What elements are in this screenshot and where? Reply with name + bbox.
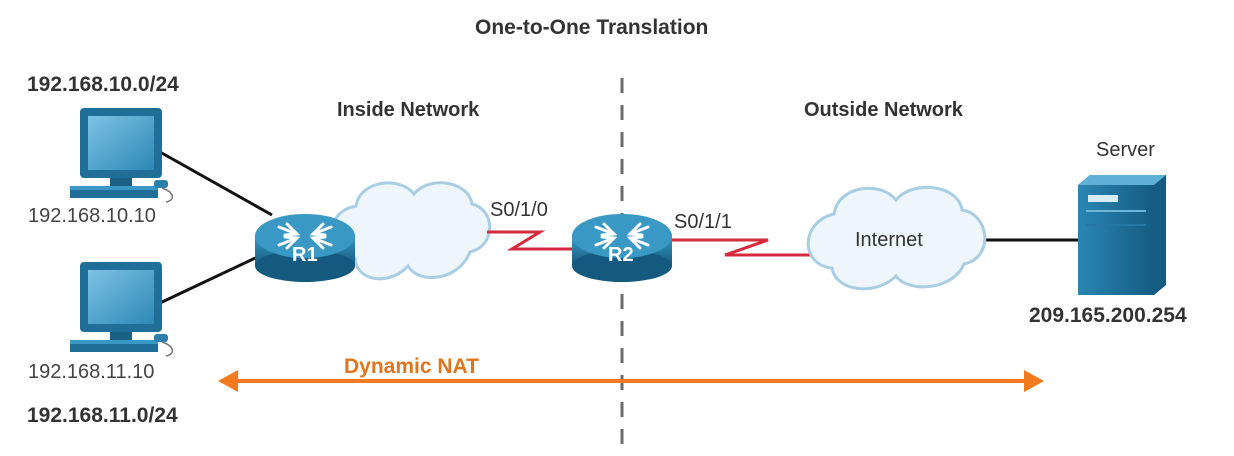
internet-label: Internet	[855, 229, 923, 251]
host-1-ip: 192.168.10.10	[28, 205, 156, 227]
serial-link-r2-internet	[670, 238, 812, 257]
serial-link-r1-r2	[487, 230, 575, 251]
host-2-ip: 192.168.11.10	[28, 361, 155, 383]
nat-arrow-left-head	[218, 370, 238, 392]
inside-cloud-icon	[330, 181, 492, 281]
desktop-pc-1-icon	[70, 108, 174, 203]
server-ip: 209.165.200.254	[1029, 304, 1187, 327]
server-icon	[1078, 175, 1166, 295]
router-r2-label: R2	[608, 244, 634, 266]
inside-network-label: Inside Network	[337, 99, 480, 121]
internet-cloud-icon	[806, 185, 987, 291]
ethernet-link-pc2-r1	[159, 250, 269, 305]
router-r2-icon	[572, 214, 672, 282]
diagram-title: One-to-One Translation	[475, 16, 709, 39]
host-1-subnet: 192.168.10.0/24	[27, 73, 179, 96]
desktop-pc-2-icon	[70, 262, 174, 357]
nat-arrow-right-head	[1024, 370, 1044, 392]
interface-s011-label: S0/1/1	[674, 211, 732, 233]
host-2-subnet: 192.168.11.0/24	[27, 404, 178, 427]
router-r1-icon	[255, 214, 355, 282]
ethernet-link-pc1-r1	[159, 150, 273, 217]
router-r1-label: R1	[292, 244, 318, 266]
interface-s010-label: S0/1/0	[490, 199, 548, 221]
dynamic-nat-label: Dynamic NAT	[344, 355, 479, 378]
outside-network-label: Outside Network	[804, 99, 963, 121]
server-label: Server	[1096, 139, 1155, 161]
